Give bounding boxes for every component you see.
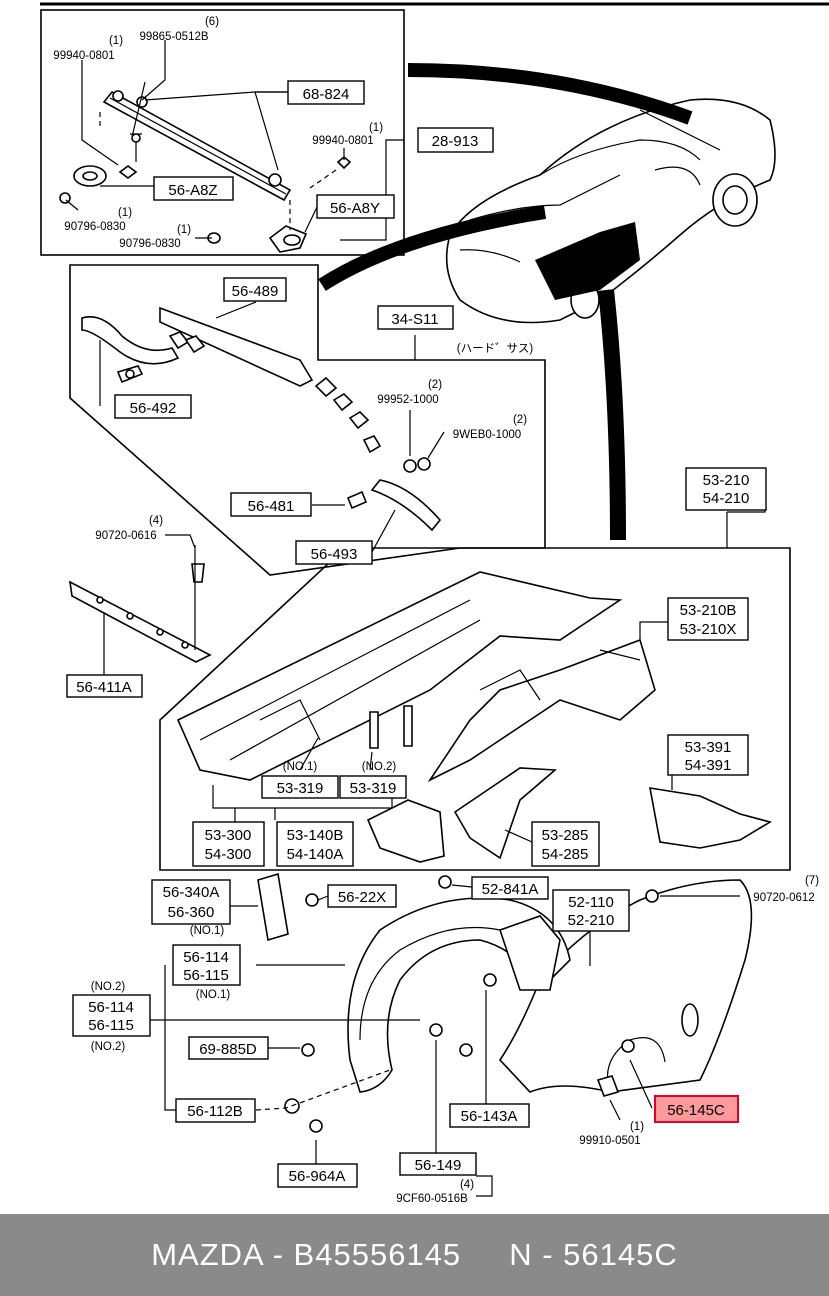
label-56-A8Y: 56-A8Y (330, 200, 380, 217)
label-54-391: 54-391 (685, 757, 732, 774)
label-56-115-no2: 56-115 (88, 1017, 134, 1034)
qty-7: (7) (805, 875, 819, 887)
label-28-913: 28-913 (432, 133, 479, 150)
inset-box-upper (40, 9, 405, 256)
label-56-A8Z: 56-A8Z (168, 182, 217, 199)
label-56-112B: 56-112B (187, 1103, 243, 1120)
label-56-411A: 56-411A (76, 679, 132, 696)
pn-90720-0612: 90720-0612 (753, 892, 814, 904)
strut-bar-illustration (59, 90, 352, 253)
label-56-964A: 56-964A (289, 1168, 346, 1185)
hard-suspension-note: (ハード゛サス) (457, 342, 534, 355)
qty-1-c: (1) (118, 207, 132, 219)
leader-lines-upper (65, 40, 404, 241)
qty-2-b: (2) (513, 414, 527, 426)
inset-box-frame (159, 547, 791, 871)
qty-4-a: (4) (149, 515, 163, 527)
car-illustration (445, 98, 776, 324)
label-34-S11: 34-S11 (391, 311, 438, 328)
label-53-300: 53-300 (205, 827, 252, 844)
label-56-114-no1: 56-114 (183, 949, 229, 966)
label-52-841A: 52-841A (482, 881, 539, 898)
pn-90796-0830-a: 90796-0830 (64, 221, 125, 233)
label-53-140B: 53-140B (287, 827, 344, 844)
label-56-143A: 56-143A (461, 1108, 518, 1125)
label-56-360: 56-360 (168, 904, 215, 921)
qty-1-a: (1) (109, 35, 123, 47)
note-no2-c: (NO.2) (91, 1041, 126, 1053)
label-53-210B: 53-210B (680, 602, 737, 619)
label-53-210X: 53-210X (680, 621, 737, 638)
leader-lines-brace (99, 301, 445, 553)
qty-4-b: (4) (460, 1179, 474, 1191)
label-54-300: 54-300 (205, 846, 252, 863)
label-54-210: 54-210 (703, 490, 750, 507)
label-52-210: 52-210 (568, 912, 615, 929)
qty-1-e: (1) (630, 1121, 644, 1133)
label-52-110: 52-110 (568, 894, 614, 911)
note-no2-b: (NO.2) (91, 981, 126, 993)
label-53-319-no1: 53-319 (277, 780, 324, 797)
pn-9WEB0-1000: 9WEB0-1000 (453, 429, 521, 441)
label-56-481: 56-481 (248, 498, 295, 515)
label-54-285: 54-285 (542, 846, 589, 863)
qty-2-a: (2) (428, 379, 442, 391)
label-56-115-no1: 56-115 (183, 967, 229, 984)
label-56-340A: 56-340A (163, 884, 220, 901)
highlight-box (654, 1095, 739, 1123)
note-no1-a: (NO.1) (283, 761, 318, 773)
leader-lines-fender (150, 884, 740, 1197)
label-53-210: 53-210 (703, 472, 750, 489)
frame-illustration (68, 563, 773, 863)
pn-90720-0616: 90720-0616 (95, 530, 156, 542)
label-53-391: 53-391 (685, 739, 732, 756)
label-69-885D: 69-885D (199, 1041, 257, 1058)
note-no1-b: (NO.1) (190, 925, 225, 937)
pn-9CF60-0516B: 9CF60-0516B (396, 1193, 468, 1205)
pn-99865-0512B: 99865-0512B (139, 31, 208, 43)
qty-1-b: (1) (369, 122, 383, 134)
note-no1-c: (NO.1) (196, 989, 231, 1001)
pn-99910-0501: 99910-0501 (579, 1135, 640, 1147)
label-56-492: 56-492 (130, 400, 177, 417)
label-56-149: 56-149 (415, 1157, 462, 1174)
note-no2-a: (NO.2) (362, 761, 397, 773)
label-53-319-no2: 53-319 (350, 780, 397, 797)
fender-illustration (257, 872, 753, 1133)
qty-1-d: (1) (177, 224, 191, 236)
pn-90796-0830-b: 90796-0830 (119, 238, 180, 250)
label-53-285: 53-285 (542, 827, 589, 844)
label-54-140A: 54-140A (287, 846, 344, 863)
label-68-824: 68-824 (303, 86, 350, 103)
footer-bar: MAZDA - B45556145 N - 56145C (0, 1214, 829, 1296)
label-56-22X: 56-22X (338, 889, 386, 906)
label-56-493: 56-493 (311, 546, 358, 563)
pn-99940-0801-a: 99940-0801 (53, 50, 114, 62)
pn-99940-0801-b: 99940-0801 (312, 135, 373, 147)
label-56-145C-highlighted[interactable]: 56-145C (667, 1102, 725, 1119)
parts-diagram: 56-A8Z 56-A8Y 68-824 28-913 56-489 34-S1… (40, 2, 829, 1205)
footer-part-number: MAZDA - B45556145 N - 56145C (151, 1237, 678, 1272)
pn-99952-1000: 99952-1000 (377, 394, 438, 406)
brace-illustration (81, 306, 442, 532)
label-56-114-no2: 56-114 (88, 999, 134, 1016)
label-56-489: 56-489 (232, 283, 279, 300)
qty-6: (6) (205, 16, 219, 28)
